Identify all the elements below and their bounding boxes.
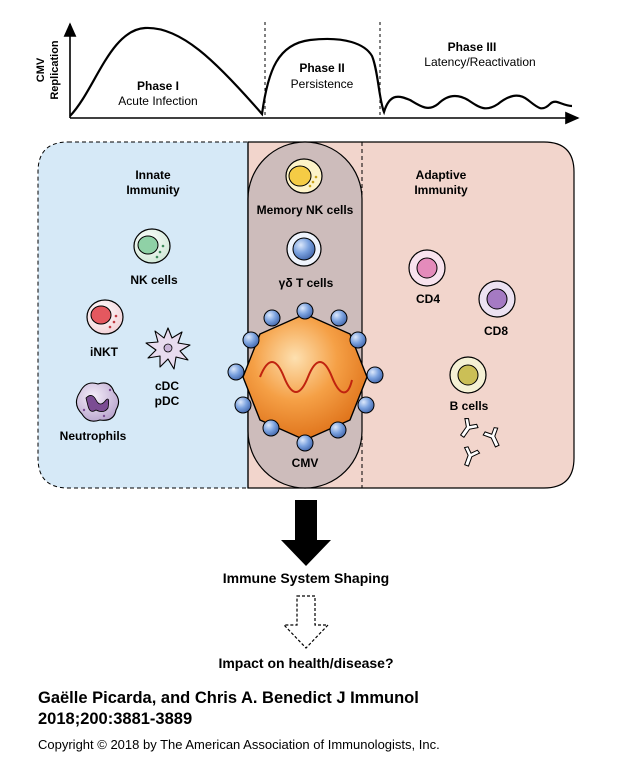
- replication-graph: CMV Replication Phase I Acute Infection …: [35, 22, 580, 125]
- inkt-cell-icon: [86, 299, 124, 335]
- gd-t-cell-icon: [286, 231, 322, 267]
- cmv-label: CMV: [292, 456, 319, 470]
- phase1-title: Phase I: [137, 79, 179, 93]
- solid-down-arrow: [281, 500, 331, 566]
- copyright-notice: Copyright © 2018 by The American Associa…: [38, 737, 440, 752]
- immune-shaping-label: Immune System Shaping: [223, 570, 389, 586]
- cdc-label: cDC: [155, 379, 179, 393]
- pdc-label: pDC: [155, 394, 180, 408]
- gd-t-label: γδ T cells: [279, 276, 334, 290]
- citation-line1: Gaëlle Picarda, and Chris A. Benedict J …: [38, 689, 419, 707]
- replication-curve: [69, 26, 573, 117]
- nk-cell-icon: [133, 228, 171, 264]
- b-cell-icon: [449, 356, 487, 394]
- cmv-virus-icon: [227, 302, 384, 452]
- dendritic-cell-icon: [145, 327, 191, 370]
- cd4-label: CD4: [416, 292, 440, 306]
- cd4-cell-icon: [408, 249, 446, 287]
- innate-title-line1: Innate: [135, 168, 171, 182]
- phase1-subtitle: Acute Infection: [118, 94, 197, 108]
- innate-title-line2: Immunity: [126, 183, 180, 197]
- cd8-label: CD8: [484, 324, 508, 338]
- overlap-outline: [247, 141, 363, 489]
- dashed-down-arrow: [282, 595, 330, 649]
- memory-nk-cell-icon: [285, 158, 323, 194]
- citation-line2: 2018;200:3881-3889: [38, 710, 193, 728]
- adaptive-title-line1: Adaptive: [416, 168, 467, 182]
- antibody-icon: [459, 417, 500, 467]
- b-cells-label: B cells: [450, 399, 489, 413]
- memory-nk-label: Memory NK cells: [257, 203, 354, 217]
- y-axis-label-replication: Replication: [49, 40, 61, 100]
- citation: Gaëlle Picarda, and Chris A. Benedict J …: [38, 688, 598, 730]
- cd8-cell-icon: [478, 280, 516, 318]
- phase2-subtitle: Persistence: [291, 77, 354, 91]
- phase3-title: Phase III: [448, 40, 497, 54]
- nk-label: NK cells: [130, 273, 178, 287]
- y-axis-label-cmv: CMV: [35, 57, 47, 82]
- neutrophil-icon: [75, 382, 120, 422]
- neutrophils-label: Neutrophils: [60, 429, 127, 443]
- phase2-title: Phase II: [299, 61, 344, 75]
- phase3-subtitle: Latency/Reactivation: [424, 55, 535, 69]
- impact-label: Impact on health/disease?: [218, 655, 393, 671]
- inkt-label: iNKT: [90, 345, 119, 359]
- adaptive-title-line2: Immunity: [414, 183, 468, 197]
